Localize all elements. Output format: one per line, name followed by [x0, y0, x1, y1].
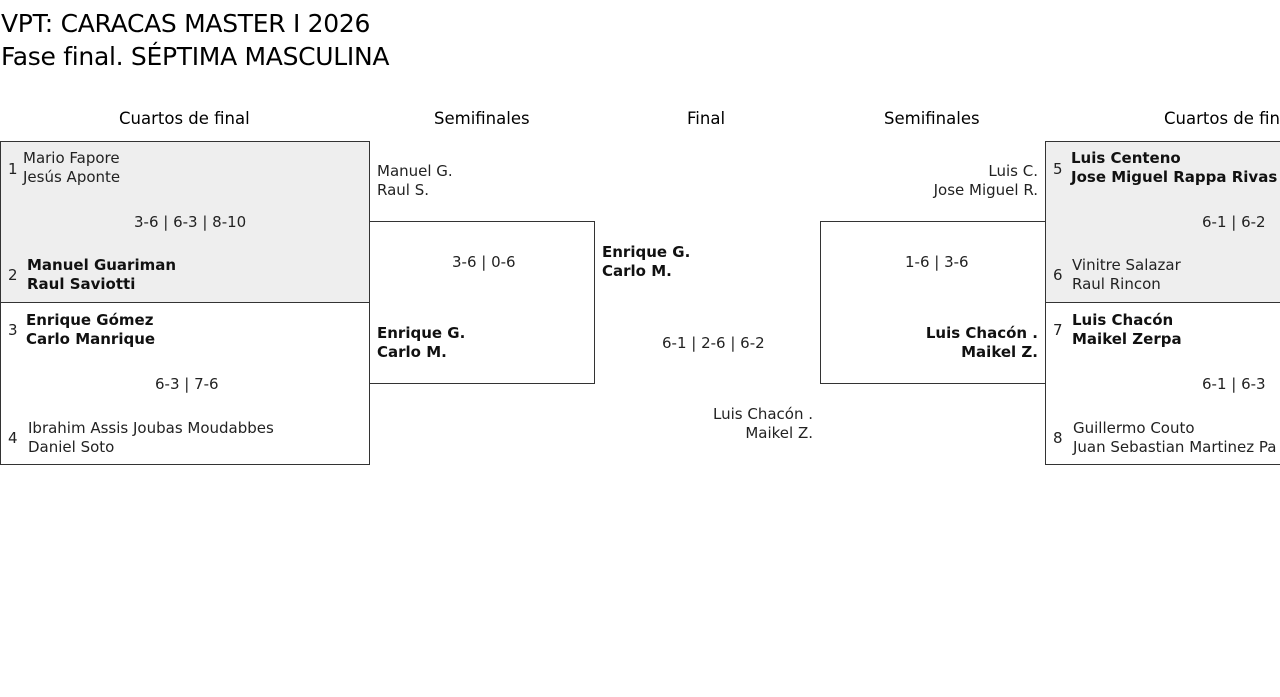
left-semifinal-top-team: Manuel G. Raul S. — [377, 162, 453, 200]
left-quarterfinal-match-1: 1 Mario Fapore Jesús Aponte 3-6 | 6-3 | … — [0, 141, 370, 303]
player-name: Luis Chacón — [1072, 311, 1174, 329]
player-name: Luis Centeno — [1071, 149, 1181, 167]
player-name: Luis C. — [988, 162, 1038, 180]
player-name: Juan Sebastian Martinez Pa — [1073, 438, 1277, 456]
player-name: Enrique G. — [377, 324, 466, 342]
team-entry-winner: Luis Centeno Jose Miguel Rappa Rivas — [1071, 149, 1277, 187]
player-name: Guillermo Couto — [1073, 419, 1195, 437]
team-entry-winner: Enrique Gómez Carlo Manrique — [26, 311, 155, 349]
match-score: 6-1 | 6-3 — [1202, 375, 1266, 393]
player-name: Manuel G. — [377, 162, 453, 180]
right-semifinal-top-team: Luis C. Jose Miguel R. — [934, 162, 1038, 200]
player-name: Maikel Z. — [745, 424, 813, 442]
seed-number: 7 — [1053, 321, 1063, 339]
seed-number: 3 — [8, 321, 18, 339]
player-name: Raul Rincon — [1072, 275, 1161, 293]
match-score: 3-6 | 6-3 | 8-10 — [134, 213, 247, 231]
header-left-quarters: Cuartos de final — [119, 109, 250, 128]
match-score: 6-3 | 7-6 — [155, 375, 219, 393]
right-quarterfinal-match-1: 5 Luis Centeno Jose Miguel Rappa Rivas 6… — [1045, 141, 1280, 303]
right-semifinal-bottom-team: Luis Chacón . Maikel Z. — [926, 324, 1038, 362]
team-entry-winner: Manuel Guariman Raul Saviotti — [27, 256, 176, 294]
right-quarterfinal-match-2: 7 Luis Chacón Maikel Zerpa 6-1 | 6-3 8 G… — [1045, 302, 1280, 465]
team-entry: Mario Fapore Jesús Aponte — [23, 149, 120, 187]
seed-number: 6 — [1053, 266, 1063, 284]
page-title: VPT: CARACAS MASTER I 2026 — [1, 9, 371, 38]
seed-number: 1 — [8, 160, 18, 178]
page-subtitle: Fase final. SÉPTIMA MASCULINA — [1, 42, 390, 71]
final-top-team: Enrique G. Carlo M. — [602, 243, 690, 281]
player-name: Enrique Gómez — [26, 311, 154, 329]
right-semifinal-match: 1-6 | 3-6 Luis Chacón . Maikel Z. — [820, 221, 1046, 384]
seed-number: 8 — [1053, 429, 1063, 447]
team-entry: Guillermo Couto Juan Sebastian Martinez … — [1073, 419, 1276, 457]
match-score: 3-6 | 0-6 — [452, 253, 516, 271]
player-name: Manuel Guariman — [27, 256, 177, 274]
seed-number: 5 — [1053, 160, 1063, 178]
team-entry: Vinitre Salazar Raul Rincon — [1072, 256, 1181, 294]
player-name: Luis Chacón . — [925, 324, 1038, 342]
final-bottom-team: Luis Chacón . Maikel Z. — [713, 405, 813, 443]
header-right-semis: Semifinales — [884, 109, 980, 128]
team-entry: Ibrahim Assis Joubas Moudabbes Daniel So… — [28, 419, 274, 457]
header-final: Final — [687, 109, 726, 128]
match-score: 6-1 | 6-2 — [1202, 213, 1266, 231]
player-name: Carlo M. — [602, 262, 672, 280]
player-name: Mario Fapore — [23, 149, 120, 167]
player-name: Luis Chacón . — [713, 405, 813, 423]
header-right-quarters: Cuartos de final — [1164, 109, 1280, 128]
match-score: 1-6 | 3-6 — [905, 253, 969, 271]
player-name: Jose Miguel Rappa Rivas — [1071, 168, 1278, 186]
player-name: Raul Saviotti — [27, 275, 136, 293]
player-name: Enrique G. — [602, 243, 691, 261]
player-name: Maikel Z. — [961, 343, 1038, 361]
player-name: Vinitre Salazar — [1072, 256, 1181, 274]
left-quarterfinal-match-2: 3 Enrique Gómez Carlo Manrique 6-3 | 7-6… — [0, 302, 370, 465]
final-score: 6-1 | 2-6 | 6-2 — [662, 334, 765, 352]
player-name: Carlo Manrique — [26, 330, 156, 348]
seed-number: 4 — [8, 429, 18, 447]
header-left-semis: Semifinales — [434, 109, 530, 128]
left-semifinal-bottom-team: Enrique G. Carlo M. — [377, 324, 465, 362]
team-entry-winner: Luis Chacón Maikel Zerpa — [1072, 311, 1182, 349]
player-name: Jose Miguel R. — [933, 181, 1038, 199]
player-name: Carlo M. — [377, 343, 447, 361]
player-name: Raul S. — [377, 181, 430, 199]
player-name: Maikel Zerpa — [1072, 330, 1182, 348]
player-name: Daniel Soto — [28, 438, 115, 456]
left-semifinal-match: 3-6 | 0-6 Enrique G. Carlo M. — [369, 221, 595, 384]
player-name: Jesús Aponte — [23, 168, 121, 186]
player-name: Ibrahim Assis Joubas Moudabbes — [28, 419, 274, 437]
seed-number: 2 — [8, 266, 18, 284]
